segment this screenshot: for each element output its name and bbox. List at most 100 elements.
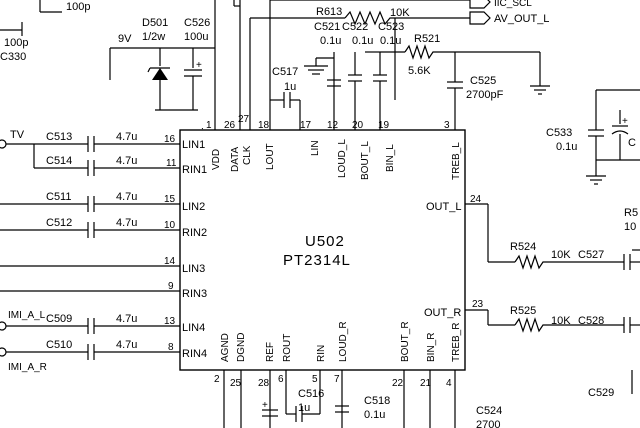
pin-bin-l-name: BIN_L [385, 144, 396, 172]
pin-ref-num: 28 [258, 378, 270, 389]
pin-lin3: LIN3 [182, 263, 205, 275]
label-c524-val: 2700 [476, 419, 500, 428]
val-c511: 4.7u [116, 191, 137, 203]
label-c523-val: 0.1u [380, 35, 401, 47]
num-rin3: 9 [168, 281, 174, 292]
cap-c528: C528 [578, 315, 604, 327]
pin-ref-name: REF [265, 342, 276, 362]
pin-lin1: LIN1 [182, 139, 205, 151]
pin-dgnd-name: DGND [236, 333, 247, 362]
label-c525: C525 [470, 75, 496, 87]
svg-text:+: + [196, 60, 202, 71]
val-c513: 4.7u [116, 131, 137, 143]
label-c526: C526 [184, 17, 210, 29]
label-iic-scl: IIC_SCL [494, 0, 532, 9]
pin-treb-r-num: 4 [446, 378, 452, 389]
resistor-r521 [404, 44, 448, 60]
val-r525: 10K [551, 315, 571, 327]
pin-lin-name: LIN [310, 140, 321, 156]
right-outputs: 24 OUT_L R524 10K C527 23 OUT_R R525 10K… [424, 194, 640, 399]
pin-lout-num: 18 [258, 120, 270, 131]
pin-lin-num: 17 [300, 120, 312, 131]
res-r524: R524 [510, 241, 536, 253]
num-lin4: 13 [164, 316, 176, 327]
label-r5x-val: 10 [624, 221, 636, 233]
pin-rin2: RIN2 [182, 227, 207, 239]
pin-dgnd-num: 25 [230, 378, 242, 389]
pin-rin1: RIN1 [182, 164, 207, 176]
pin-bout-l-name: BOUT_L [360, 141, 371, 180]
pin-rin4: RIN4 [182, 348, 207, 360]
chip-ref: U502 [305, 233, 345, 250]
pin-lin2: LIN2 [182, 201, 205, 213]
resistor-r525 [514, 317, 624, 333]
label-c522: C522 [342, 21, 368, 33]
svg-text:C: C [628, 137, 636, 149]
label-c516: C516 [298, 388, 324, 400]
top-pins: . [195, 127, 206, 130]
pin-bout-r-name: BOUT_R [400, 321, 411, 362]
resistor-r613 [344, 10, 395, 26]
pin-vdd-name: VDD [211, 149, 222, 170]
num-rin2: 10 [164, 220, 176, 231]
pin-loud-r-name: LOUD_R [338, 321, 349, 362]
label-c517: C517 [272, 66, 298, 78]
cap-c514: C514 [46, 155, 72, 167]
pin-out-l: OUT_L [426, 201, 461, 213]
res-r525: R525 [510, 305, 536, 317]
num-lin3: 14 [164, 256, 176, 267]
label-r521: R521 [414, 33, 440, 45]
pin-bin-l-num: 19 [378, 120, 390, 131]
pin-loud-r-num: 7 [334, 374, 340, 385]
top-left-caps: 100p 100p C330 [0, 0, 90, 63]
resistor-r524 [514, 254, 624, 270]
label-c100p-top: 100p [66, 1, 90, 13]
svg-text:.: . [195, 127, 206, 130]
pin-data-num: 26 [224, 120, 236, 131]
pin-loud-l-name: LOUD_L [337, 139, 348, 178]
top-cap-network: C521 0.1u C522 0.1u C523 0.1u R521 5.6K [270, 21, 550, 130]
pin-treb-r-name: TREB_R [451, 323, 462, 362]
pin-clk-name: CLK [242, 145, 253, 165]
pin-lout-name: LOUT [265, 143, 276, 170]
cap-c527: C527 [578, 249, 604, 261]
pin-agnd-name: AGND [220, 333, 231, 362]
net-imi-a-r: IMI_A_R [8, 362, 47, 373]
net-tv: TV [10, 129, 25, 141]
cap-c512: C512 [46, 217, 72, 229]
label-r521-val: 5.6K [408, 65, 431, 77]
label-c517-val: 1u [284, 81, 296, 93]
num-lin2: 15 [164, 194, 176, 205]
val-c514: 4.7u [116, 155, 137, 167]
num-out-r: 23 [472, 299, 484, 310]
label-c523: C523 [378, 21, 404, 33]
svg-text:+: + [262, 400, 268, 411]
label-c330: C330 [0, 51, 26, 63]
pin-treb-l-name: TREB_L [451, 142, 462, 180]
pin-bout-l-num: 20 [352, 120, 364, 131]
num-lin1: 16 [164, 134, 176, 145]
pin-rin-num: 5 [312, 374, 318, 385]
label-r613-val: 10K [390, 7, 410, 19]
label-d501: D501 [142, 17, 168, 29]
label-c518: C518 [364, 395, 390, 407]
pin-rin3: RIN3 [182, 288, 207, 300]
pin-bin-r-name: BIN_R [426, 333, 437, 362]
cap-c511: C511 [46, 191, 71, 203]
label-c100p-left: 100p [4, 37, 28, 49]
num-out-l: 24 [470, 194, 482, 205]
pin-rout-num: 6 [278, 374, 284, 385]
label-c522-val: 0.1u [352, 35, 373, 47]
val-c512: 4.7u [116, 217, 137, 229]
label-c521-val: 0.1u [320, 35, 341, 47]
svg-text:+: + [622, 116, 628, 127]
right-cap-c533: C533 0.1u + C R5 10 [546, 89, 640, 233]
val-c509: 4.7u [116, 313, 137, 325]
cap-c513: C513 [46, 131, 72, 143]
label-av-out-l: AV_OUT_L [494, 13, 549, 25]
label-r613: R613 [316, 6, 342, 18]
top-right-nets: R613 10K IIC_SCL AV_OUT_L [233, 0, 549, 130]
pin-bout-r-num: 22 [392, 378, 404, 389]
num-rin4: 8 [168, 342, 174, 353]
